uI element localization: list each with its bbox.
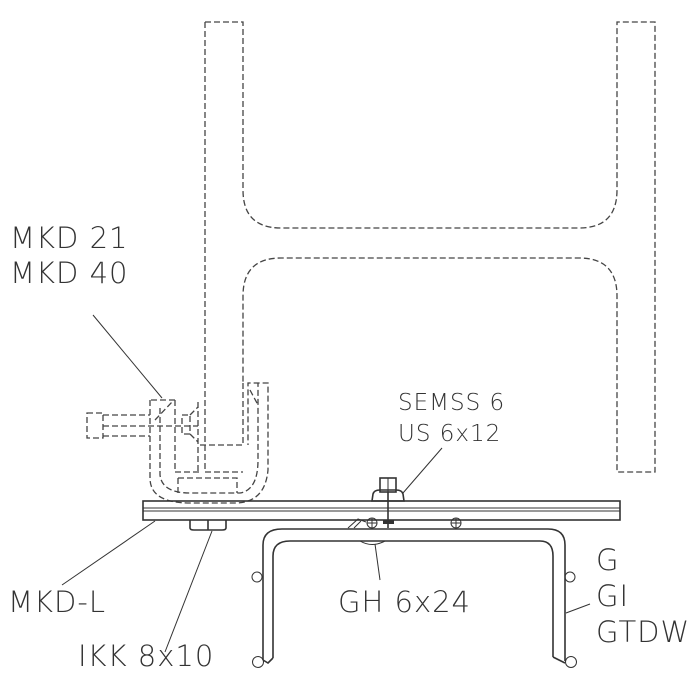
hammer-head-bolt	[347, 517, 462, 545]
label-g: G	[596, 543, 620, 577]
label-mkd21: MKD 21	[10, 221, 129, 255]
label-us: US 6x12	[398, 421, 502, 447]
label-gi: GI	[596, 579, 630, 613]
label-semss: SEMSS 6	[398, 390, 506, 416]
channel-profile	[251, 528, 577, 668]
mounting-plate	[142, 500, 621, 521]
ikk-nut	[189, 520, 227, 531]
label-gh: GH 6x24	[338, 585, 472, 619]
label-ikk: IKK 8x10	[78, 639, 215, 673]
bolt-semss	[371, 477, 405, 528]
label-gtdw: GTDW	[596, 615, 691, 649]
label-mkd40: MKD 40	[10, 256, 129, 290]
i-beam-outline	[198, 21, 656, 473]
beam-clamp	[86, 382, 269, 504]
label-mkd-l: MKD-L	[8, 585, 106, 619]
leader-lines	[61, 314, 591, 653]
